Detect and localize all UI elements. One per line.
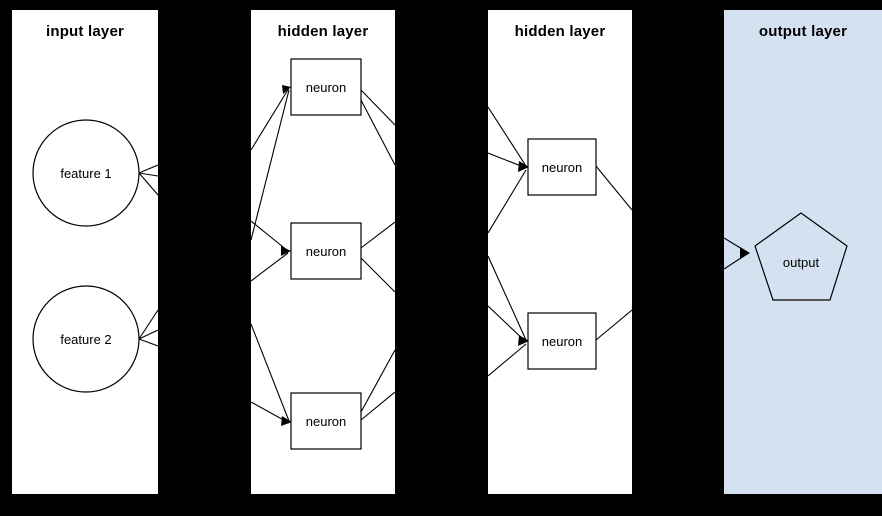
node-label: neuron bbox=[542, 334, 582, 349]
node-neuron-h1-3[interactable]: neuron bbox=[290, 392, 362, 450]
node-neuron-h1-2[interactable]: neuron bbox=[290, 222, 362, 280]
node-label: neuron bbox=[306, 244, 346, 259]
node-label: neuron bbox=[306, 80, 346, 95]
layer-graphics-hidden-2: neuron neuron bbox=[488, 106, 632, 377]
node-label: output bbox=[783, 255, 820, 270]
layer-graphics-input: feature 1 feature 2 bbox=[32, 119, 158, 393]
node-feature-2[interactable]: feature 2 bbox=[32, 285, 140, 393]
edge-group-hidden2-out bbox=[595, 165, 632, 341]
edge-group-hidden1-out bbox=[360, 89, 395, 421]
edge-group-input-out bbox=[138, 164, 158, 347]
edge-group-output-in bbox=[724, 237, 750, 270]
node-neuron-h2-1[interactable]: neuron bbox=[527, 138, 597, 196]
node-label: neuron bbox=[542, 160, 582, 175]
node-neuron-h1-1[interactable]: neuron bbox=[290, 58, 362, 116]
node-label: feature 1 bbox=[60, 166, 111, 181]
node-label: neuron bbox=[306, 414, 346, 429]
layer-column-hidden-1: hidden layer bbox=[251, 10, 395, 494]
layer-graphics-hidden-1: neuron neuron neuron bbox=[251, 58, 395, 450]
edge-group-hidden1-in bbox=[251, 85, 292, 426]
node-label: feature 2 bbox=[60, 332, 111, 347]
node-output[interactable]: output bbox=[754, 212, 848, 301]
layer-graphics-output: output bbox=[724, 212, 848, 301]
layer-column-output: output layer output bbox=[724, 10, 882, 494]
edge-group-hidden2-in bbox=[488, 106, 529, 377]
node-feature-1[interactable]: feature 1 bbox=[32, 119, 140, 227]
layer-column-input: input layer feature 1 feature 2 bbox=[12, 10, 158, 494]
node-neuron-h2-2[interactable]: neuron bbox=[527, 312, 597, 370]
layer-column-hidden-2: hidden layer neuron bbox=[488, 10, 632, 494]
